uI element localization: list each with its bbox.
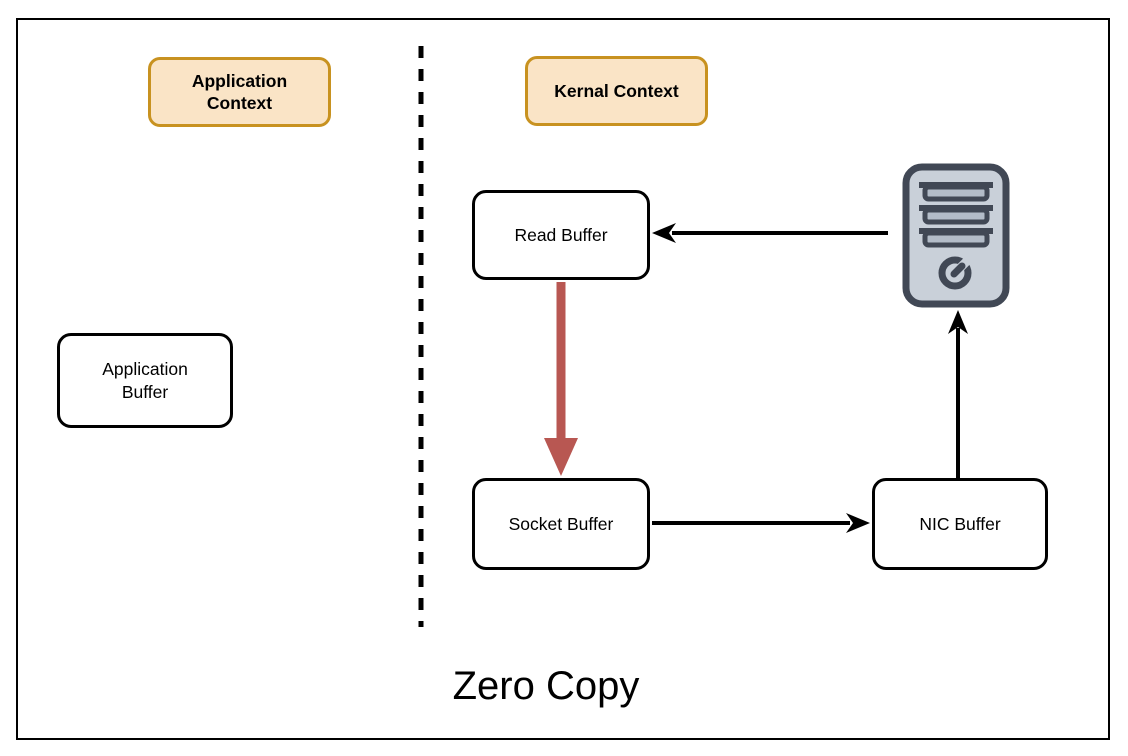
nic-buffer-text: NIC Buffer xyxy=(919,513,1001,534)
socket-buffer-node: Socket Buffer xyxy=(472,478,650,570)
kernel-context-label: Kernal Context xyxy=(525,56,708,126)
read-buffer-text: Read Buffer xyxy=(514,224,608,245)
server-bay xyxy=(919,228,993,248)
server-power-icon xyxy=(938,256,972,290)
server-icon xyxy=(902,163,1010,308)
application-buffer-node: Application Buffer xyxy=(57,333,233,428)
nic-buffer-node: NIC Buffer xyxy=(872,478,1048,570)
application-context-text: Application Context xyxy=(191,71,288,113)
server-icon-svg xyxy=(902,163,1010,308)
application-context-label: Application Context xyxy=(148,57,331,127)
diagram-title: Zero Copy xyxy=(452,664,640,708)
application-buffer-text: Application Buffer xyxy=(102,358,188,402)
diagram-frame xyxy=(16,18,1110,740)
kernel-context-text: Kernal Context xyxy=(554,81,679,101)
server-bay xyxy=(919,182,993,202)
read-buffer-node: Read Buffer xyxy=(472,190,650,280)
server-bay xyxy=(919,205,993,225)
socket-buffer-text: Socket Buffer xyxy=(508,513,614,534)
